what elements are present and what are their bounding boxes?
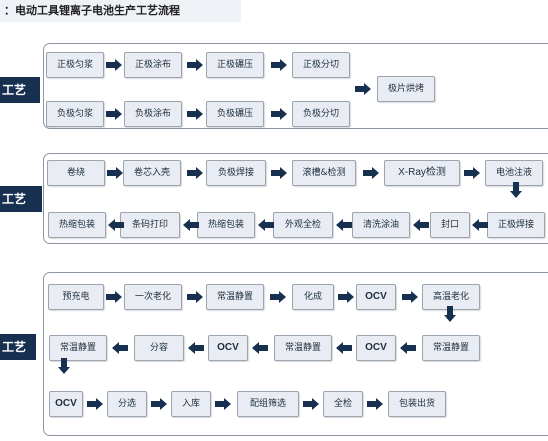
- step-first-aging: 一次老化: [124, 284, 182, 310]
- flow-arrow-left-icon: [258, 219, 274, 231]
- step-pack-matching: 配组筛选: [237, 391, 299, 417]
- step-cathode-coating: 正极涂布: [124, 52, 182, 78]
- flow-arrow-right-icon: [271, 167, 287, 179]
- flow-arrow-down-icon: [444, 306, 456, 322]
- flow-arrow-left-icon: [108, 219, 124, 231]
- step-ocv-1: OCV: [356, 284, 396, 310]
- flow-arrow-right-icon: [106, 59, 122, 71]
- step-barcode-printing: 条码打印: [120, 212, 180, 238]
- flow-arrow-right-icon: [151, 398, 167, 410]
- step-shrink-wrap-a: 热缩包装: [197, 212, 255, 238]
- step-ocv-3: OCV: [208, 335, 248, 361]
- step-grooving-inspection: 滚槽&检测: [292, 160, 356, 186]
- step-sealing: 封口: [430, 212, 470, 238]
- step-anode-rolling: 负极碾压: [206, 101, 264, 127]
- flow-arrow-left-icon: [252, 342, 268, 354]
- step-room-temp-rest-3: 常温静置: [274, 335, 332, 361]
- step-anode-slitting: 负极分切: [292, 101, 350, 127]
- step-anode-mixing: 负极匀浆: [46, 101, 104, 127]
- step-cathode-mixing: 正极匀浆: [46, 52, 104, 78]
- step-room-temp-rest-2: 常温静置: [422, 335, 480, 361]
- flow-arrow-right-icon: [363, 167, 379, 179]
- step-ocv-2: OCV: [356, 335, 396, 361]
- flow-arrow-left-icon: [400, 342, 416, 354]
- step-anode-welding: 负极焊接: [206, 160, 266, 186]
- step-packing-shipping: 包装出货: [388, 391, 446, 417]
- step-cathode-rolling: 正极碾压: [206, 52, 264, 78]
- flow-arrow-right-icon: [355, 83, 371, 95]
- step-sorting: 分选: [107, 391, 147, 417]
- flow-arrow-left-icon: [183, 219, 199, 231]
- step-shrink-wrap-b: 热缩包装: [48, 212, 106, 238]
- flow-arrow-right-icon: [270, 291, 286, 303]
- step-final-inspection: 全检: [323, 391, 363, 417]
- step-cathode-slitting: 正极分切: [292, 52, 350, 78]
- flow-arrow-left-icon: [336, 342, 352, 354]
- step-visual-inspection: 外观全检: [273, 212, 333, 238]
- flow-arrow-right-icon: [187, 167, 203, 179]
- page-title: ：电动工具锂离子电池生产工艺流程: [0, 0, 241, 22]
- step-cathode-welding: 正极焊接: [487, 212, 545, 238]
- flow-arrow-right-icon: [106, 291, 122, 303]
- flow-arrow-left-icon: [188, 342, 204, 354]
- flow-arrow-right-icon: [271, 108, 287, 120]
- flow-arrow-right-icon: [464, 167, 480, 179]
- flow-arrow-right-icon: [187, 291, 203, 303]
- step-cleaning-oiling: 清洗涂油: [352, 212, 410, 238]
- step-electrolyte-filling: 电池注液: [485, 160, 543, 186]
- flow-arrow-right-icon: [187, 59, 203, 71]
- step-winding: 卷绕: [47, 160, 105, 186]
- flow-arrow-left-icon: [472, 219, 488, 231]
- step-capacity-grading: 分容: [134, 335, 184, 361]
- flow-arrow-right-icon: [402, 291, 418, 303]
- section-tag-electrode: 工艺: [0, 77, 40, 103]
- step-formation: 化成: [292, 284, 334, 310]
- step-warehousing: 入库: [171, 391, 211, 417]
- section-tag-assembly: 工艺: [0, 186, 42, 212]
- flow-arrow-down-icon: [58, 358, 70, 374]
- step-room-temp-rest-1: 常温静置: [206, 284, 264, 310]
- step-precharge: 预充电: [48, 284, 104, 310]
- step-electrode-baking: 极片烘烤: [377, 76, 435, 102]
- flow-arrow-right-icon: [338, 291, 354, 303]
- step-xray-inspection: X-Ray检测: [384, 160, 460, 186]
- flow-arrow-left-icon: [112, 342, 128, 354]
- flow-arrow-left-icon: [413, 219, 429, 231]
- flow-arrow-right-icon: [187, 108, 203, 120]
- section-tag-formation: 工艺: [0, 334, 36, 360]
- flow-arrow-right-icon: [215, 398, 231, 410]
- flow-arrow-left-icon: [336, 219, 352, 231]
- flow-arrow-right-icon: [271, 59, 287, 71]
- step-core-insertion: 卷芯入壳: [123, 160, 181, 186]
- step-room-temp-rest-4: 常温静置: [49, 335, 107, 361]
- flow-arrow-right-icon: [303, 398, 319, 410]
- flow-arrow-right-icon: [106, 108, 122, 120]
- flow-arrow-down-icon: [510, 182, 522, 198]
- flow-arrow-right-icon: [107, 167, 123, 179]
- flow-arrow-right-icon: [87, 398, 103, 410]
- step-anode-coating: 负极涂布: [124, 101, 182, 127]
- step-ocv-4: OCV: [49, 391, 83, 417]
- flow-arrow-right-icon: [367, 398, 383, 410]
